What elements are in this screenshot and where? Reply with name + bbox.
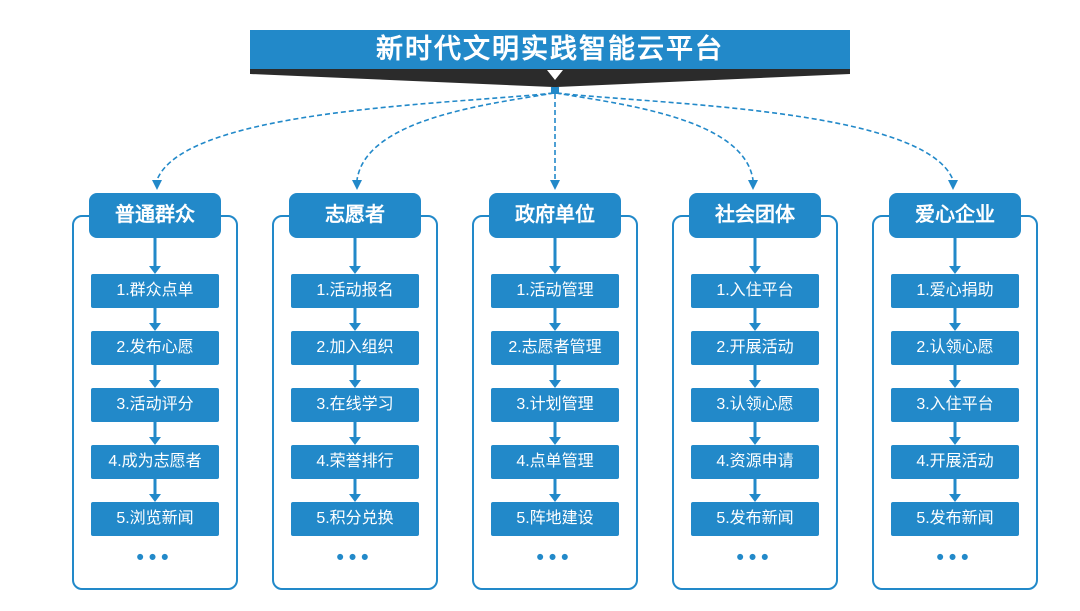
flow-step: 1.爱心捐助 [891, 274, 1019, 308]
down-arrow-icon [948, 308, 962, 331]
column-header: 普通群众 [89, 193, 221, 238]
flow-step: 1.入住平台 [691, 274, 819, 308]
down-arrow-icon [548, 365, 562, 388]
down-arrow-icon [148, 238, 162, 274]
flow-step: 1.活动报名 [291, 274, 419, 308]
down-arrow-icon [948, 238, 962, 274]
down-arrow-icon [548, 238, 562, 274]
flow-step: 3.认领心愿 [691, 388, 819, 422]
down-arrow-icon [148, 365, 162, 388]
down-arrow-icon [148, 422, 162, 445]
flow-step: 5.发布新闻 [891, 502, 1019, 536]
fan-arrowhead-icon [948, 180, 958, 190]
flow-step: 3.活动评分 [91, 388, 219, 422]
fan-line-5 [556, 92, 954, 181]
fan-arrowhead-icon [352, 180, 362, 190]
column-header: 爱心企业 [889, 193, 1021, 238]
flow-step: 4.资源申请 [691, 445, 819, 479]
flow-column-government: 政府单位 1.活动管理 2.志愿者管理 3.计划管理 4.点单管理 5.阵地建设… [472, 193, 638, 590]
flow-step: 5.阵地建设 [491, 502, 619, 536]
fan-arrowhead-icon [748, 180, 758, 190]
down-arrow-icon [748, 308, 762, 331]
down-arrow-icon [348, 238, 362, 274]
flow-step: 4.成为志愿者 [91, 445, 219, 479]
fan-arrowhead-icon [550, 180, 560, 190]
flow-column-public: 普通群众 1.群众点单 2.发布心愿 3.活动评分 4.成为志愿者 5.浏览新闻… [72, 193, 238, 590]
flow-column-volunteer: 志愿者 1.活动报名 2.加入组织 3.在线学习 4.荣誉排行 5.积分兑换 •… [272, 193, 438, 590]
flow-step: 5.浏览新闻 [91, 502, 219, 536]
banner-ribbon-shape [250, 68, 850, 87]
flow-step: 1.群众点单 [91, 274, 219, 308]
flow-step: 2.志愿者管理 [491, 331, 619, 365]
down-arrow-icon [148, 308, 162, 331]
fan-line-1 [156, 92, 554, 181]
ellipsis-dots: ••• [736, 546, 774, 569]
ellipsis-dots: ••• [336, 546, 374, 569]
down-arrow-icon [948, 422, 962, 445]
down-arrow-icon [748, 479, 762, 502]
flow-column-enterprise: 爱心企业 1.爱心捐助 2.认领心愿 3.入住平台 4.开展活动 5.发布新闻 … [872, 193, 1038, 590]
flow-step: 3.在线学习 [291, 388, 419, 422]
down-arrow-icon [348, 479, 362, 502]
column-header: 志愿者 [289, 193, 421, 238]
flow-step: 4.开展活动 [891, 445, 1019, 479]
flow-step: 3.入住平台 [891, 388, 1019, 422]
flow-column-social-group: 社会团体 1.入住平台 2.开展活动 3.认领心愿 4.资源申请 5.发布新闻 … [672, 193, 838, 590]
down-arrow-icon [148, 479, 162, 502]
column-header: 政府单位 [489, 193, 621, 238]
down-arrow-icon [748, 238, 762, 274]
flow-step: 2.开展活动 [691, 331, 819, 365]
down-arrow-icon [348, 365, 362, 388]
fan-origin-node [551, 87, 559, 94]
column-header: 社会团体 [689, 193, 821, 238]
down-arrow-icon [948, 479, 962, 502]
fan-line-2 [356, 92, 555, 181]
down-arrow-icon [348, 308, 362, 331]
ellipsis-dots: ••• [936, 546, 974, 569]
banner-down-arrow-icon [547, 70, 563, 80]
down-arrow-icon [748, 422, 762, 445]
down-arrow-icon [948, 365, 962, 388]
flow-step: 5.发布新闻 [691, 502, 819, 536]
fan-arrowhead-icon [152, 180, 162, 190]
flow-step: 2.加入组织 [291, 331, 419, 365]
down-arrow-icon [348, 422, 362, 445]
ellipsis-dots: ••• [536, 546, 574, 569]
down-arrow-icon [748, 365, 762, 388]
fan-line-4 [555, 92, 754, 181]
flow-step: 1.活动管理 [491, 274, 619, 308]
down-arrow-icon [548, 422, 562, 445]
flow-step: 3.计划管理 [491, 388, 619, 422]
down-arrow-icon [548, 479, 562, 502]
flow-step: 2.认领心愿 [891, 331, 1019, 365]
platform-title-banner: 新时代文明实践智能云平台 [250, 30, 850, 69]
flow-step: 4.点单管理 [491, 445, 619, 479]
ellipsis-dots: ••• [136, 546, 174, 569]
flow-step: 2.发布心愿 [91, 331, 219, 365]
flow-step: 5.积分兑换 [291, 502, 419, 536]
down-arrow-icon [548, 308, 562, 331]
flow-step: 4.荣誉排行 [291, 445, 419, 479]
